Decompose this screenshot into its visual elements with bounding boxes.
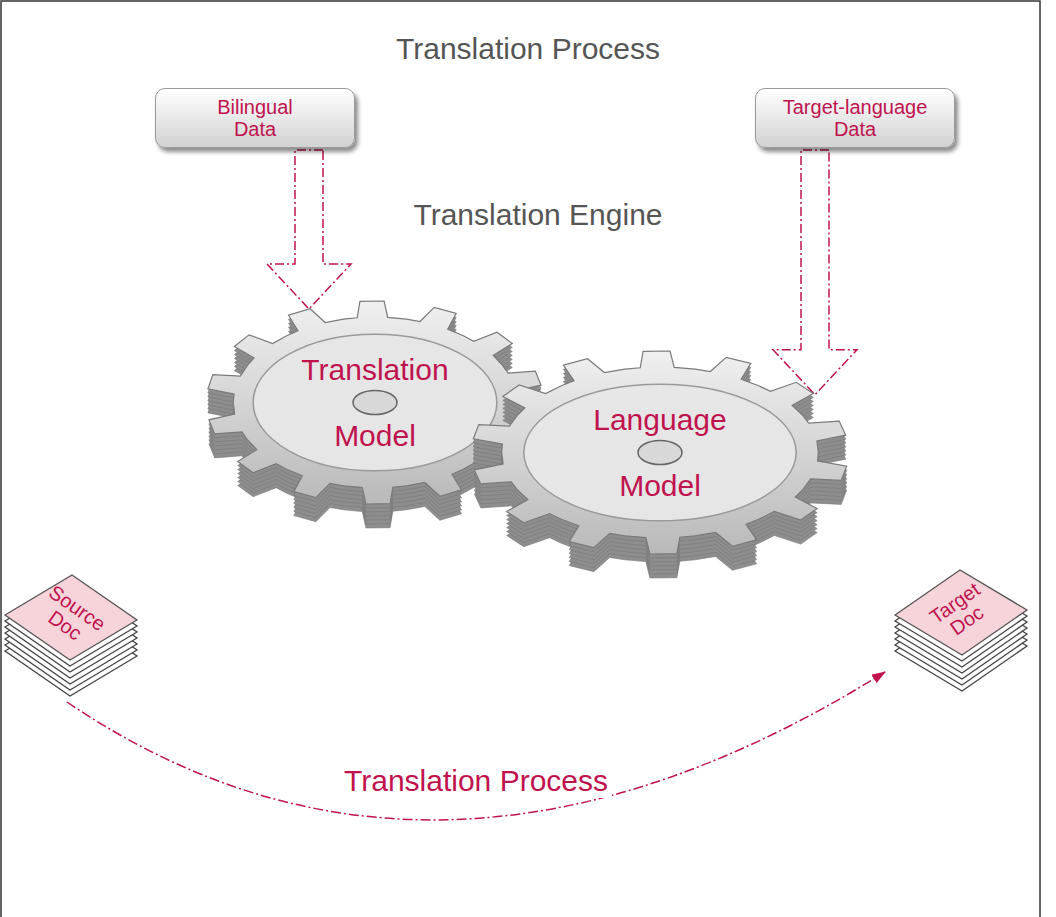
gear-model: Language Model	[470, 350, 850, 580]
block-arrow	[773, 150, 857, 395]
node-text: Bilingual Data	[205, 96, 305, 140]
data-box: Bilingual Data	[155, 88, 355, 148]
data-box: Target-language Data	[755, 88, 955, 148]
gear-hub	[638, 441, 682, 465]
gear-plate	[253, 334, 497, 471]
curved-arrow	[67, 672, 885, 820]
gear-shape	[470, 350, 850, 580]
node-text: Language Model	[549, 387, 771, 519]
gear-plate	[524, 384, 796, 521]
node-text: Translation Model	[276, 337, 474, 469]
gear-hub	[353, 391, 397, 415]
connector	[267, 150, 351, 309]
edge-label: Translation Process	[340, 764, 612, 798]
connector	[67, 672, 885, 820]
top-page	[895, 570, 1027, 655]
document-stack: Target Doc	[895, 570, 1030, 700]
gear-face	[473, 351, 846, 554]
document-stack: Source Doc	[5, 575, 140, 705]
engine-label: Translation Engine	[413, 198, 662, 232]
block-arrow	[267, 150, 351, 309]
node-text: Target-language Data	[780, 96, 930, 140]
connector	[773, 150, 857, 395]
diagram-title: Translation Process	[396, 32, 660, 66]
top-page	[5, 575, 137, 660]
